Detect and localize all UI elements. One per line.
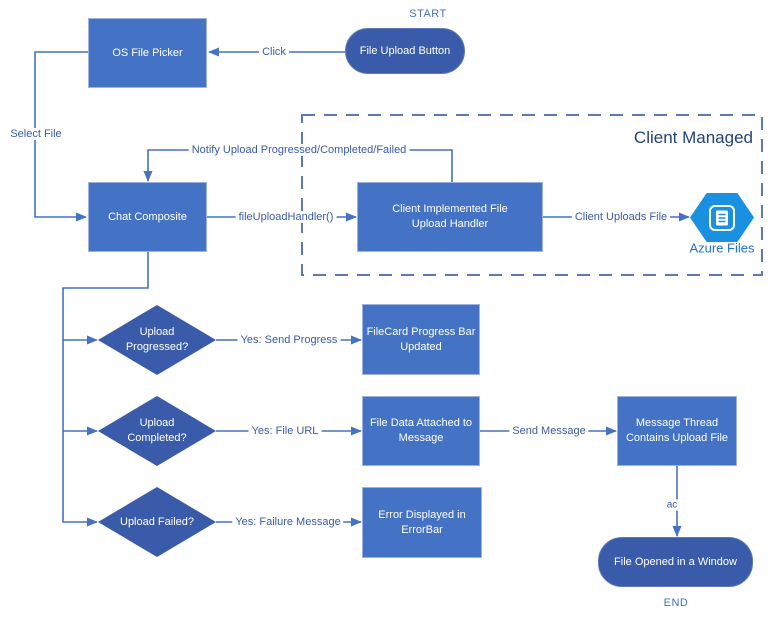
edge-label-yes-file-url: Yes: File URL bbox=[248, 425, 322, 437]
node-file-upload-button: File Upload Button bbox=[345, 28, 465, 74]
node-file-upload-handler: Client Implemented File Upload Handler bbox=[357, 182, 543, 252]
edge-label-select-file: Select File bbox=[7, 128, 65, 140]
azure-files-label: Azure Files bbox=[689, 240, 755, 256]
edge-label-yes-send-progress: Yes: Send Progress bbox=[237, 334, 341, 346]
node-file-data-attached: File Data Attached to Message bbox=[362, 396, 480, 466]
start-label: START bbox=[409, 8, 447, 20]
edge-label-notify: Notify Upload Progressed/Completed/Faile… bbox=[188, 144, 410, 156]
edge-label-yes-failure-message: Yes: Failure Message bbox=[232, 516, 344, 528]
node-error-displayed: Error Displayed in ErrorBar bbox=[362, 487, 482, 558]
node-chat-composite: Chat Composite bbox=[88, 182, 207, 252]
end-label: END bbox=[663, 597, 689, 609]
client-managed-boundary bbox=[301, 114, 763, 276]
edge-label-ac: ac bbox=[663, 499, 681, 511]
edge-label-file-upload-handler-call: fileUploadHandler() bbox=[235, 211, 337, 223]
document-icon bbox=[709, 204, 735, 231]
edge-label-send-message: Send Message bbox=[509, 425, 589, 437]
node-file-opened: File Opened in a Window bbox=[598, 537, 753, 587]
node-os-file-picker: OS File Picker bbox=[88, 18, 207, 88]
node-message-thread: Message Thread Contains Upload File bbox=[617, 396, 737, 466]
edge-label-client-uploads-file: Client Uploads File bbox=[571, 211, 671, 223]
client-managed-label: Client Managed bbox=[633, 128, 753, 147]
edge-trunk-to-failed bbox=[62, 252, 149, 527]
node-filecard-progress: FileCard Progress Bar Updated bbox=[362, 304, 480, 375]
edge-label-click: Click bbox=[259, 46, 289, 58]
